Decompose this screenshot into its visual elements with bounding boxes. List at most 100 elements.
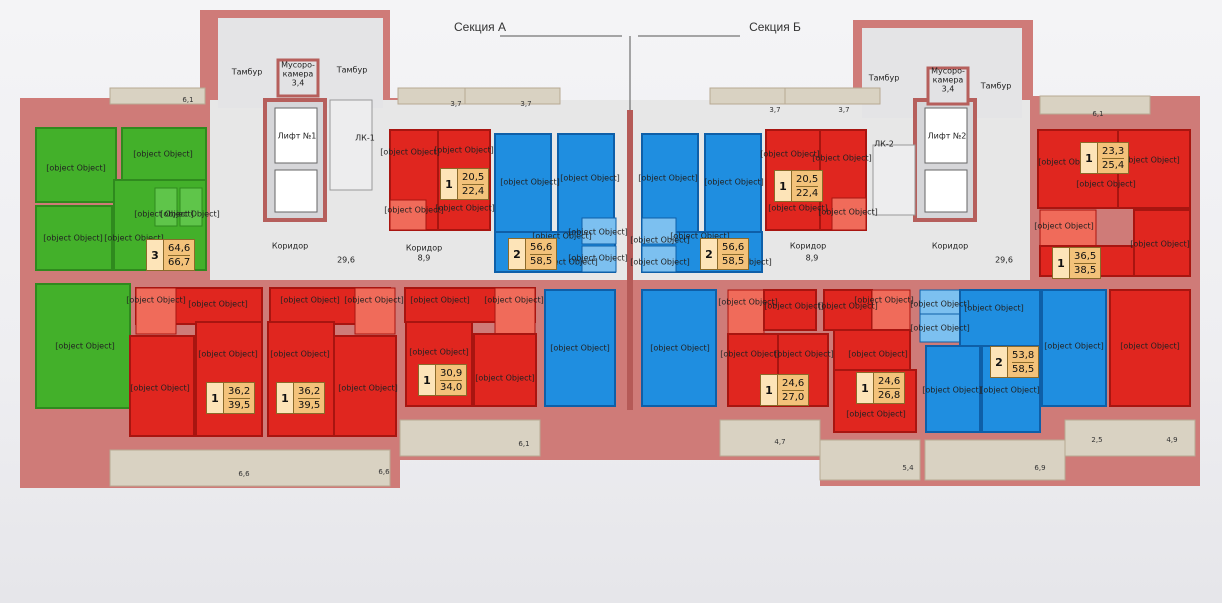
apartment-rooms-count: 1 (1053, 248, 1070, 278)
balcony-area-label: 3,7 (520, 100, 532, 108)
apartment-rooms-count: 2 (991, 347, 1008, 377)
section-b-heading: Секция Б (749, 20, 801, 34)
apartment-total-area: 34,0 (440, 381, 463, 393)
apt-b8-kitchen (925, 345, 981, 433)
apartment-rooms-count: 1 (857, 373, 874, 403)
apt-green-bath-2 (179, 187, 203, 227)
apt-b6-hall (763, 289, 817, 331)
apt-a3-bath (135, 287, 177, 335)
balcony-area-label: 2,5 (1091, 436, 1103, 444)
apt-a2-bath-2 (581, 245, 617, 273)
apartment-rooms-count: 1 (775, 171, 792, 201)
apt-a4-kitchen (333, 335, 397, 437)
apartment-living-area: 56,6 (722, 241, 745, 255)
apt-green-kitchen (121, 127, 207, 181)
lift-car-1 (274, 107, 318, 164)
apt-green-bedroom-1 (35, 127, 117, 203)
balcony-0 (109, 87, 206, 105)
garbage-a (276, 58, 320, 98)
apt-b6-bath (727, 289, 765, 335)
apt-b8-hall (959, 289, 1041, 347)
balcony-area-label: 6,1 (1092, 110, 1104, 118)
apartment-total-area: 66,7 (168, 256, 191, 268)
balcony-area-label: 3,7 (769, 106, 781, 114)
balcony-area-label: 6,9 (1034, 464, 1046, 472)
apartment-living-area: 30,9 (440, 367, 463, 381)
apt-a4-room (267, 321, 335, 437)
apt-b1-bath (831, 197, 867, 231)
apartment-rooms-count: 3 (147, 240, 164, 270)
apt-a4-bath (354, 287, 396, 335)
apt-b7-hall (823, 289, 873, 331)
apartment-total-area: 39,5 (228, 399, 251, 411)
apt-a1-bath (389, 199, 427, 231)
balcony-area-label: 4,7 (774, 438, 786, 446)
lift-car-3 (924, 107, 968, 164)
lift-car-4 (924, 169, 968, 213)
stair-lk1 (329, 99, 373, 191)
apt-b7-bath (871, 289, 911, 335)
apt-green-bedroom-2 (35, 205, 113, 271)
apartment-living-area: 24,6 (782, 377, 805, 391)
balcony-5 (1039, 95, 1151, 115)
balcony-2 (464, 87, 561, 105)
apartment-total-area: 22,4 (462, 185, 485, 197)
apt-b8-bath-2 (919, 313, 961, 343)
apt-b3-room (1117, 129, 1191, 209)
apt-a2-living (544, 289, 616, 407)
apartment-total-area: 22,4 (796, 187, 819, 199)
apartment-living-area: 36,2 (228, 385, 251, 399)
apartment-living-area: 64,6 (168, 242, 191, 256)
apt-b2-living (641, 289, 717, 407)
balcony-6 (109, 449, 391, 487)
apt-a5-bath (494, 287, 536, 335)
apartment-total-area: 58,5 (722, 255, 745, 267)
apartment-living-area: 20,5 (462, 171, 485, 185)
apartment-total-area: 58,5 (530, 255, 553, 267)
apartment-living-area: 36,5 (1074, 250, 1097, 264)
balcony-11 (1064, 419, 1196, 457)
apartment-total-area: 26,8 (878, 389, 901, 401)
apt-b4-bath-1 (1039, 209, 1097, 247)
balcony-area-label: 5,4 (902, 464, 914, 472)
balcony-7 (399, 419, 541, 457)
balcony-4 (784, 87, 881, 105)
balcony-area-label: 6,1 (182, 96, 194, 104)
apartment-living-area: 53,8 (1012, 349, 1035, 363)
balcony-area-label: 6,6 (238, 470, 250, 478)
apt-b4-kitchen (1133, 209, 1191, 277)
apartment-total-area: 25,4 (1102, 159, 1125, 171)
apt-a2-bedroom (494, 133, 552, 235)
apartment-total-area: 27,0 (782, 391, 805, 403)
apt-green-bath-1 (154, 187, 178, 227)
apt-b8-bath-1 (919, 289, 961, 315)
apt-b2-bedroom (704, 133, 762, 235)
balcony-10 (924, 439, 1066, 481)
apartment-living-area: 56,6 (530, 241, 553, 255)
apt-a3-room (195, 321, 263, 437)
apt-a5-kitchen (473, 333, 537, 407)
apartment-rooms-count: 2 (701, 239, 718, 269)
apt-b2-kitchen (641, 133, 699, 235)
